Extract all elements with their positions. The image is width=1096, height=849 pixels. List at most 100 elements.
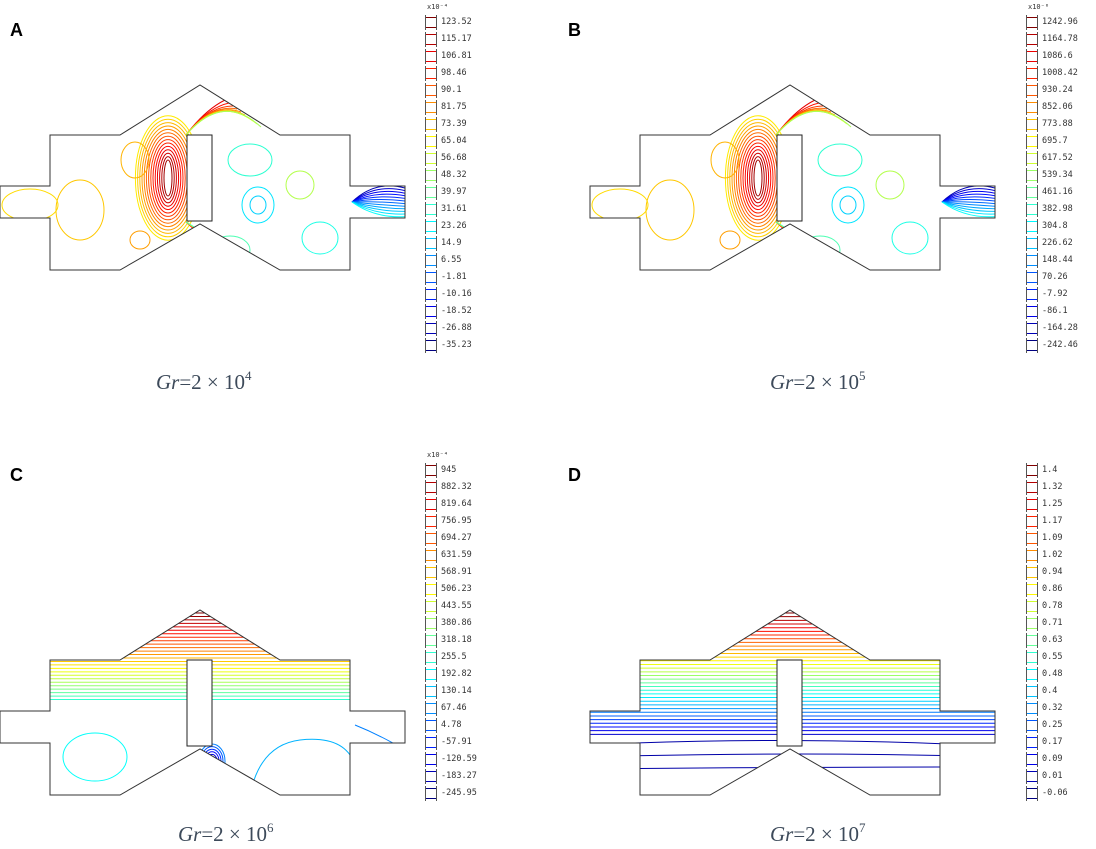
colorbar-cell bbox=[1026, 684, 1038, 699]
heated-block bbox=[776, 659, 803, 747]
colorbar-cell bbox=[425, 49, 437, 64]
contour-line bbox=[152, 142, 184, 214]
colorbar-tick-label: 48.32 bbox=[441, 170, 467, 180]
colorbar-cell bbox=[425, 168, 437, 183]
contour-line bbox=[719, 230, 741, 250]
contour-line bbox=[163, 159, 173, 197]
colorbar-tick-label: 568.91 bbox=[441, 567, 472, 577]
contour-line bbox=[351, 201, 405, 215]
colorbar-cell bbox=[425, 650, 437, 665]
colorbar-cell bbox=[425, 287, 437, 302]
contour-line bbox=[753, 159, 763, 197]
colorbar-multiplier: x10⁻⁴ bbox=[427, 3, 449, 11]
colorbar-cell bbox=[425, 219, 437, 234]
colorbar-cell bbox=[1026, 480, 1038, 495]
colorbar-cell bbox=[1026, 531, 1038, 546]
contour-line bbox=[148, 135, 188, 221]
colorbar-cell bbox=[425, 83, 437, 98]
colorbar-cell bbox=[1026, 650, 1038, 665]
colorbar-cell bbox=[1026, 49, 1038, 64]
colorbar-cell bbox=[425, 786, 437, 801]
cavity-outline bbox=[0, 84, 406, 271]
contour-line bbox=[227, 143, 273, 177]
colorbar-tick-label: 1.17 bbox=[1042, 516, 1063, 526]
colorbar-cell bbox=[425, 202, 437, 217]
colorbar-cell bbox=[1026, 32, 1038, 47]
contour-line bbox=[591, 188, 649, 222]
contour-line bbox=[775, 110, 836, 136]
contour-plot bbox=[589, 609, 996, 796]
colorbar-tick-label: 0.71 bbox=[1042, 618, 1063, 628]
contour-line bbox=[742, 142, 774, 214]
heated-block bbox=[776, 134, 803, 222]
colorbar-cell bbox=[1026, 599, 1038, 614]
colorbar-tick-label: 0.63 bbox=[1042, 635, 1063, 645]
colorbar-tick-label: 1.32 bbox=[1042, 482, 1063, 492]
colorbar-tick-label: -0.06 bbox=[1042, 788, 1068, 798]
colorbar-tick-label: 106.81 bbox=[441, 51, 472, 61]
colorbar-cell bbox=[425, 304, 437, 319]
colorbar-tick-label: 694.27 bbox=[441, 533, 472, 543]
contour-line bbox=[249, 195, 267, 215]
contour-line bbox=[351, 201, 405, 210]
colorbar-cell bbox=[1026, 514, 1038, 529]
contour-line bbox=[185, 221, 234, 246]
colorbar-tick-label: 226.62 bbox=[1042, 238, 1073, 248]
panel-letter: D bbox=[568, 465, 581, 485]
caption-gr: Gr=2 × 106 bbox=[178, 820, 274, 846]
colorbar-cell bbox=[1026, 321, 1038, 336]
colorbar-cell bbox=[1026, 718, 1038, 733]
colorbar-cell bbox=[425, 531, 437, 546]
colorbar-tick-label: -18.52 bbox=[441, 306, 472, 316]
colorbar-cell bbox=[1026, 667, 1038, 682]
colorbar-cell bbox=[425, 32, 437, 47]
contour-line bbox=[185, 221, 231, 246]
colorbar-tick-label: 0.94 bbox=[1042, 567, 1063, 577]
contour-line bbox=[62, 732, 128, 782]
colorbar-cell bbox=[1026, 497, 1038, 512]
colorbar-tick-label: 98.46 bbox=[441, 68, 467, 78]
colorbar-tick-label: 192.82 bbox=[441, 669, 472, 679]
colorbar-tick-label: 81.75 bbox=[441, 102, 467, 112]
colorbar-cell bbox=[425, 338, 437, 353]
contour-line bbox=[143, 128, 193, 228]
contour-line bbox=[159, 152, 177, 204]
colorbar-cell bbox=[425, 565, 437, 580]
contour-line bbox=[154, 145, 182, 211]
colorbar-tick-label: 0.48 bbox=[1042, 669, 1063, 679]
colorbar-cell bbox=[1026, 735, 1038, 750]
contour-line bbox=[731, 125, 785, 231]
contour-line bbox=[351, 201, 405, 218]
colorbar-tick-label: -183.27 bbox=[441, 771, 477, 781]
contour-line bbox=[351, 196, 405, 203]
contour-line bbox=[839, 195, 857, 215]
colorbar-tick-label: -1.81 bbox=[441, 272, 467, 282]
colorbar-cell bbox=[1026, 633, 1038, 648]
heated-block bbox=[186, 659, 213, 747]
colorbar-cell bbox=[1026, 548, 1038, 563]
contour-plot bbox=[0, 609, 406, 796]
contour-line bbox=[129, 230, 151, 250]
colorbar-tick-label: 756.95 bbox=[441, 516, 472, 526]
colorbar-cell bbox=[1026, 616, 1038, 631]
colorbar-tick-label: 318.18 bbox=[441, 635, 472, 645]
contour-line bbox=[775, 221, 824, 246]
contour-line bbox=[185, 110, 246, 136]
colorbar-tick-label: 631.59 bbox=[441, 550, 472, 560]
colorbar-cell bbox=[1026, 769, 1038, 784]
caption-gr: Gr=2 × 105 bbox=[770, 368, 866, 394]
contour-line bbox=[941, 201, 995, 215]
colorbar-cell bbox=[425, 667, 437, 682]
contour-line bbox=[941, 201, 995, 210]
cavity-outline bbox=[589, 609, 996, 796]
colorbar-cell bbox=[425, 684, 437, 699]
contour-line bbox=[156, 149, 180, 207]
contour-line bbox=[941, 201, 995, 212]
colorbar-cell bbox=[1026, 66, 1038, 81]
colorbar-tick-label: 882.32 bbox=[441, 482, 472, 492]
contour-line bbox=[301, 221, 339, 255]
contour-line bbox=[120, 141, 150, 179]
colorbar-cell bbox=[1026, 752, 1038, 767]
